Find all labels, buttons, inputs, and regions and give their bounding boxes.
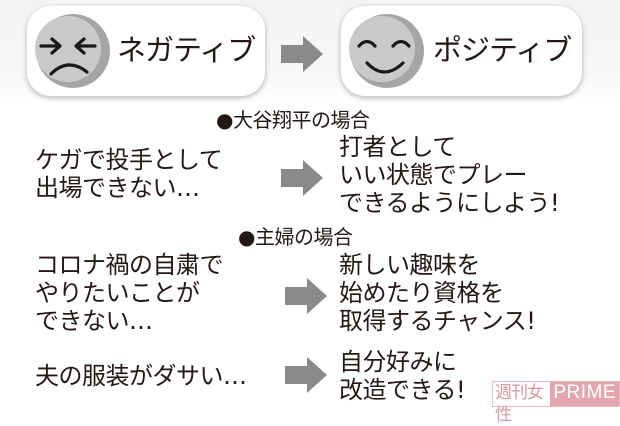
negative-text-covid: コロナ禍の自粛で やりたいことが できない… [35, 251, 224, 335]
positive-text-covid: 新しい趣味を 始めたり資格を 取得するチャンス! [339, 251, 536, 335]
text-line: 打者として [339, 133, 456, 161]
text-line: 夫の服装がダサい… [35, 362, 247, 390]
text-line: いい状態でプレー [339, 161, 528, 189]
negative-text-husband: 夫の服装がダサい… [35, 362, 247, 390]
text-line: 取得するチャンス! [339, 307, 536, 335]
negative-pill: ネガティブ [27, 6, 265, 96]
text-line: できるようにしよう! [339, 189, 560, 217]
positive-pill: ポジティブ [341, 6, 582, 96]
text-line: 新しい趣味を [339, 251, 481, 279]
text-line: ケガで投手として [35, 146, 223, 174]
text-line: コロナ禍の自粛で [35, 251, 224, 279]
logo-japanese-text: 週刊女性 [493, 382, 551, 425]
frowning-face-icon [35, 14, 110, 88]
text-line: 自分好みに [339, 348, 457, 376]
right-arrow-icon [285, 357, 327, 393]
text-line: やりたいことが [35, 279, 200, 307]
section-heading-ohtani: ●大谷翔平の場合 [216, 108, 370, 132]
negative-label: ネガティブ [117, 33, 256, 67]
right-arrow-icon [281, 36, 323, 72]
right-arrow-icon [281, 160, 323, 196]
logo-english-text: PRIME [550, 382, 619, 406]
publisher-logo: 週刊女性 PRIME [492, 381, 620, 425]
positive-label: ポジティブ [433, 33, 572, 67]
right-arrow-icon [285, 278, 327, 314]
negative-text-ohtani: ケガで投手として 出場できない… [35, 146, 223, 202]
text-line: 改造できる! [339, 376, 466, 404]
positive-text-husband: 自分好みに 改造できる! [339, 348, 466, 404]
smiling-face-icon [349, 14, 424, 88]
positive-text-ohtani: 打者として いい状態でプレー できるようにしよう! [339, 133, 560, 217]
section-heading-housewife: ●主婦の場合 [238, 225, 353, 249]
text-line: できない… [35, 307, 153, 335]
text-line: 始めたり資格を [339, 279, 504, 307]
text-line: 出場できない… [35, 174, 200, 202]
